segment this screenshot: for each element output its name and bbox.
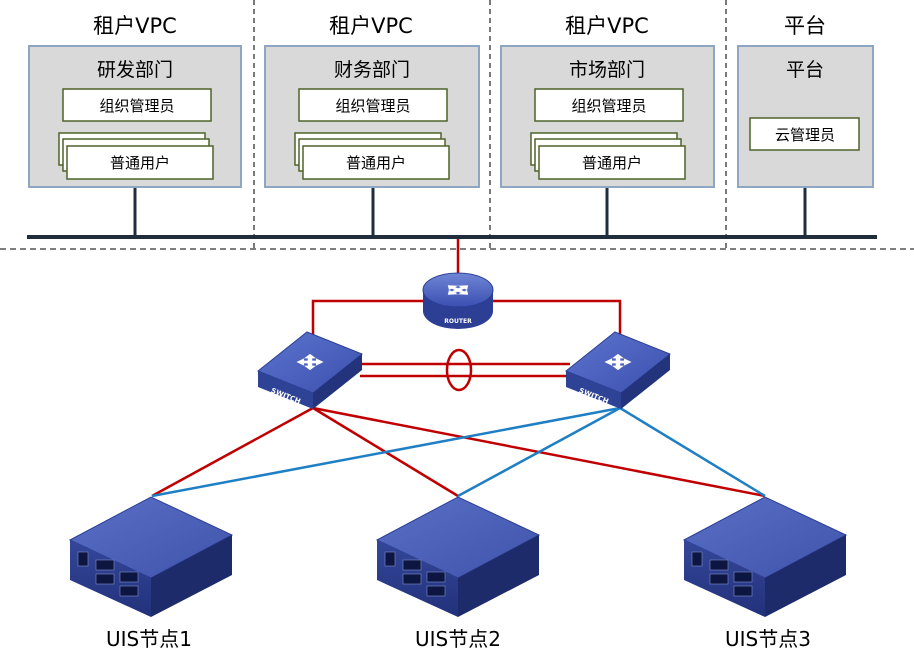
platform-title: 平台 <box>786 59 824 81</box>
router-left-link <box>311 299 425 340</box>
org-admin-2: 组织管理员 <box>335 97 410 115</box>
router-right-link <box>491 299 622 340</box>
router-switch-links <box>311 299 622 340</box>
department-title-1: 研发部门 <box>97 59 173 81</box>
server-2-icon <box>375 496 541 617</box>
server-1-icon <box>68 496 234 617</box>
node-label-3: UIS节点3 <box>725 627 811 651</box>
switch-interlink <box>360 348 570 392</box>
normal-user-1: 普通用户 <box>110 154 170 172</box>
node-label-2: UIS节点2 <box>415 627 501 651</box>
switch-right-icon: SWITCH <box>565 331 671 409</box>
cloud-admin-card <box>749 117 860 151</box>
tenant-box-2: 财务部门 组织管理员 普通用户 <box>264 45 480 188</box>
server-links-red <box>151 406 766 498</box>
tenant-header-2: 租户VPC <box>329 14 413 38</box>
user-card-3 <box>538 145 686 180</box>
user-card-1 <box>66 145 214 180</box>
link-aggregation-oval <box>445 348 473 392</box>
department-title-3: 市场部门 <box>569 59 645 81</box>
server-3-icon <box>682 496 848 617</box>
org-admin-1: 组织管理员 <box>99 97 174 115</box>
switch-left-icon: SWITCH <box>257 331 363 409</box>
department-title-2: 财务部门 <box>334 59 410 81</box>
cloud-admin: 云管理员 <box>775 126 835 144</box>
platform-header: 平台 <box>784 14 826 38</box>
normal-user-3: 普通用户 <box>582 154 642 172</box>
tenant-box-1: 研发部门 组织管理员 普通用户 <box>28 45 242 188</box>
tenant-box-3: 市场部门 组织管理员 普通用户 <box>500 45 715 188</box>
platform-box: 平台 云管理员 <box>737 45 874 188</box>
node-label-1: UIS节点1 <box>106 627 192 651</box>
normal-user-2: 普通用户 <box>346 154 406 172</box>
tenant-header-3: 租户VPC <box>565 14 649 38</box>
org-admin-3: 组织管理员 <box>571 97 646 115</box>
user-card-2 <box>302 145 450 180</box>
server-links-blue <box>151 406 766 498</box>
router-icon: ROUTER <box>422 272 494 329</box>
router-label: ROUTER <box>444 318 472 325</box>
tenant-header-1: 租户VPC <box>93 14 177 38</box>
